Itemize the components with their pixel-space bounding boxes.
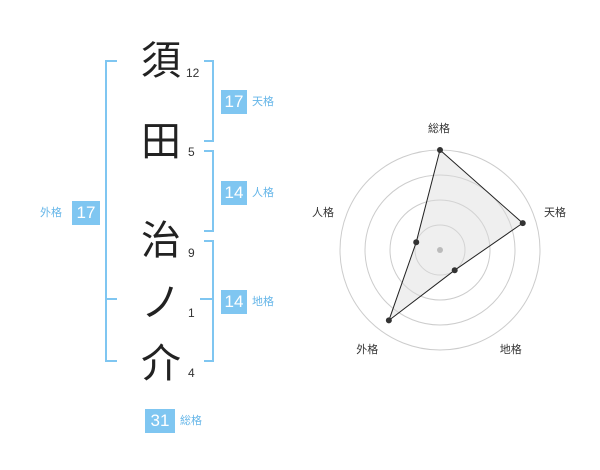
soukaku-value: 31 [145,409,175,433]
gaikaku-bracket [105,60,117,362]
radar-ring-3 [364,174,516,326]
radar-ring-2 [389,199,491,301]
radar-center [437,247,443,253]
radar-area [387,149,524,322]
radar-point-3 [451,267,458,274]
tenkaku-bracket [204,60,214,142]
jinkaku-value: 14 [221,181,247,205]
name-char-3: 治 [141,218,181,264]
radar-axis-label-2: 天格 [544,206,567,220]
name-char-4: ノ [141,280,181,326]
chikaku-bracket-tick [200,298,214,300]
radar-axis-label-5: 人格 [311,206,334,220]
radar-point-1 [437,147,443,153]
name-char-1: 須 [141,38,181,84]
tenkaku-value: 17 [221,90,247,114]
gaikaku-bracket-tick [105,298,117,300]
radar-ring-1 [414,224,466,276]
jinkaku-label: 人格 [252,186,274,199]
radar-point-2 [519,220,526,227]
gaikaku-label: 外格 [40,206,62,219]
radar-point-4 [385,317,392,324]
stroke-count-3: 9 [188,246,195,260]
chikaku-label: 地格 [252,295,274,308]
stroke-count-2: 5 [188,145,195,159]
gaikaku-value: 17 [72,201,100,225]
chikaku-value: 14 [221,290,247,314]
radar-point-5 [413,239,420,246]
chikaku-bracket [204,240,214,362]
tenkaku-label: 天格 [252,95,274,108]
stroke-count-4: 1 [188,306,195,320]
name-char-2: 田 [141,119,181,165]
stroke-count-1: 12 [186,66,200,80]
stroke-count-5: 4 [188,366,195,380]
radar-axis-label-1: 総格 [428,122,450,135]
name-char-5: 介 [141,341,181,387]
radar-axis-label-3: 地格 [499,342,522,356]
radar-axis-label-4: 外格 [356,342,379,356]
soukaku-label: 総格 [180,414,202,427]
jinkaku-bracket [204,150,214,232]
